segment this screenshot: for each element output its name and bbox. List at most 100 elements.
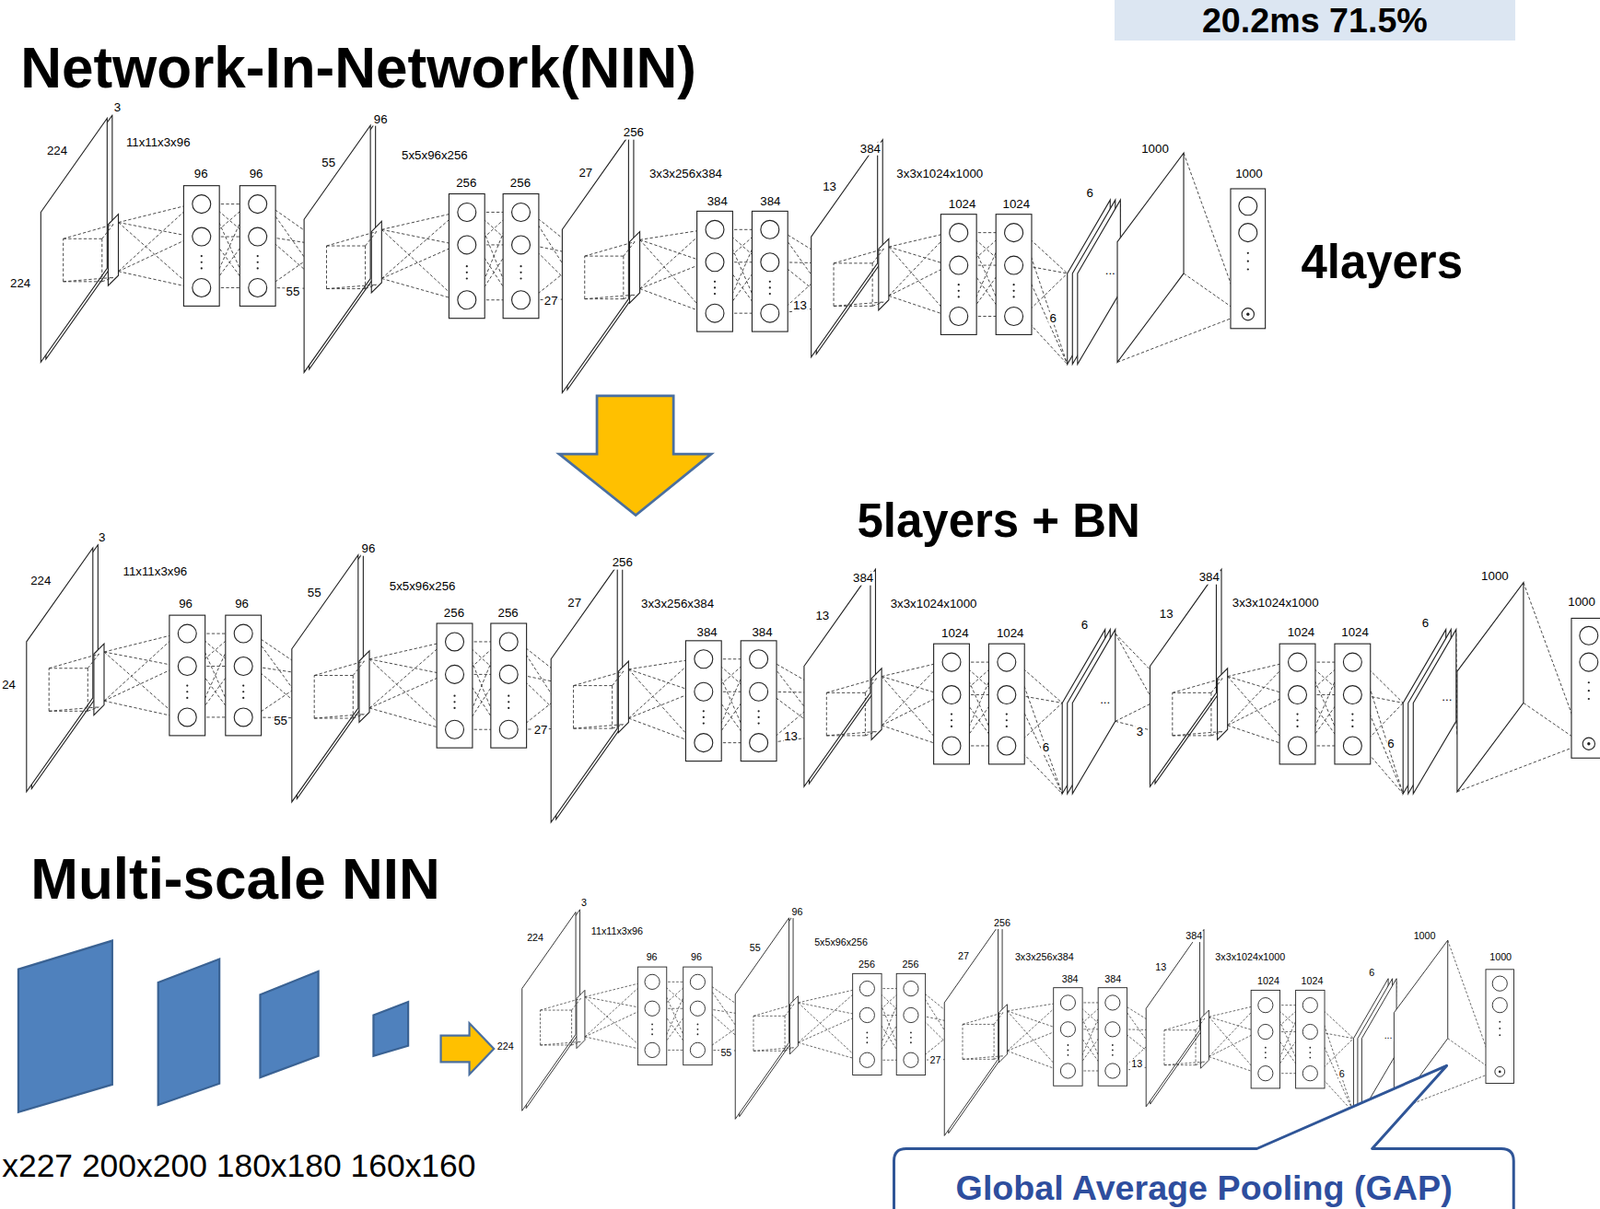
layer-label: 6 bbox=[1338, 1069, 1346, 1081]
neuron bbox=[749, 682, 769, 701]
dashed-link bbox=[584, 981, 645, 1038]
mlp-column bbox=[697, 210, 734, 332]
dashed-link bbox=[623, 294, 635, 299]
neuron bbox=[859, 981, 875, 996]
dashed-link bbox=[1006, 1011, 1061, 1030]
section-heading: 5layers + BN bbox=[857, 495, 1141, 548]
dashed-link bbox=[584, 997, 645, 1052]
dashed-link bbox=[87, 668, 89, 713]
feature-map bbox=[1413, 630, 1457, 795]
dot bbox=[865, 1041, 868, 1044]
neuron bbox=[760, 253, 780, 272]
neuron bbox=[997, 686, 1017, 705]
dot bbox=[1296, 713, 1298, 716]
mlp-column bbox=[934, 643, 970, 765]
dot bbox=[186, 690, 188, 693]
neuron bbox=[1579, 653, 1599, 672]
layer-label: 1000 bbox=[1488, 952, 1513, 964]
layer-label: 384 bbox=[852, 572, 875, 586]
callout-box: Global Average Pooling (GAP) bbox=[892, 1147, 1516, 1209]
layer-label: 55 bbox=[748, 943, 762, 955]
feature-map bbox=[1145, 932, 1200, 1108]
layer-label: 96 bbox=[373, 112, 389, 127]
mlp-column bbox=[448, 194, 485, 319]
neuron bbox=[512, 235, 531, 255]
dashed-link bbox=[314, 675, 353, 677]
dashed-link bbox=[872, 263, 874, 307]
dashed-link bbox=[369, 642, 446, 709]
layer-label: 384 bbox=[1061, 974, 1080, 986]
dashed-link bbox=[1211, 678, 1223, 694]
layer-label: 1024 bbox=[1286, 626, 1317, 641]
mlp-column bbox=[1296, 990, 1325, 1089]
feature-map bbox=[550, 565, 618, 823]
dot bbox=[1588, 698, 1590, 701]
neuron bbox=[1004, 307, 1024, 327]
layer-label: 96 bbox=[248, 167, 265, 182]
dot bbox=[1012, 290, 1015, 292]
mlp-column bbox=[940, 214, 977, 336]
mlp-column bbox=[751, 210, 788, 332]
layer-label: 11x11x3x96 bbox=[122, 565, 189, 580]
dashed-link bbox=[797, 1042, 860, 1061]
dashed-link bbox=[753, 1048, 795, 1052]
layer-label: 1024 bbox=[940, 627, 970, 642]
dashed-link bbox=[584, 256, 624, 257]
dashed-link bbox=[104, 633, 178, 701]
dashed-link bbox=[381, 211, 458, 279]
dashed-link bbox=[571, 1010, 573, 1046]
dashed-link bbox=[1163, 1030, 1165, 1066]
feature-map bbox=[1077, 199, 1122, 364]
dot bbox=[1067, 1044, 1070, 1047]
layer-label: 13 bbox=[814, 609, 830, 624]
dashed-link bbox=[1172, 731, 1223, 736]
neuron bbox=[689, 1001, 705, 1017]
layers bbox=[40, 115, 1265, 393]
mlp-column bbox=[852, 973, 882, 1075]
neuron bbox=[749, 734, 769, 753]
mlp-column bbox=[637, 967, 666, 1066]
layer-label: 55 bbox=[285, 285, 302, 300]
feature-map bbox=[522, 912, 576, 1112]
dot bbox=[651, 1033, 654, 1036]
dashed-link bbox=[628, 718, 694, 744]
neuron bbox=[1288, 736, 1308, 756]
mlp-column bbox=[988, 643, 1025, 765]
layer-label: 224 bbox=[9, 277, 32, 292]
dot bbox=[758, 710, 760, 713]
dot bbox=[769, 286, 771, 289]
dashed-link bbox=[962, 1056, 1004, 1061]
neuron bbox=[233, 657, 253, 677]
dot bbox=[950, 719, 953, 722]
neuron bbox=[694, 734, 713, 753]
dashed-link bbox=[628, 691, 694, 719]
mlp-column bbox=[1097, 988, 1127, 1087]
neuron bbox=[760, 220, 780, 239]
feature-map bbox=[944, 926, 998, 1137]
neuron bbox=[192, 227, 211, 246]
dot bbox=[519, 271, 522, 274]
feature-map bbox=[40, 118, 107, 363]
links bbox=[584, 940, 1495, 1113]
neuron bbox=[512, 202, 531, 222]
dot bbox=[1351, 713, 1354, 716]
neuron bbox=[1004, 256, 1024, 275]
mlp-column bbox=[183, 186, 220, 307]
neuron bbox=[1579, 626, 1599, 645]
neuron bbox=[705, 253, 725, 272]
dot bbox=[1587, 742, 1590, 746]
links bbox=[118, 152, 1243, 364]
layer-label: 1024 bbox=[947, 197, 978, 211]
layer-label: 384 bbox=[759, 195, 782, 210]
dashed-link bbox=[784, 1016, 786, 1052]
neuron bbox=[942, 686, 961, 705]
layer-label: 96 bbox=[193, 167, 210, 182]
dashed-link bbox=[1006, 1051, 1061, 1072]
dot bbox=[1588, 681, 1590, 684]
dot bbox=[950, 713, 953, 716]
layer-label: 3x3x256x384 bbox=[648, 167, 724, 182]
neuron bbox=[1060, 1022, 1075, 1038]
dashed-link bbox=[640, 239, 706, 262]
dot bbox=[519, 277, 522, 280]
neuron bbox=[1258, 998, 1273, 1014]
